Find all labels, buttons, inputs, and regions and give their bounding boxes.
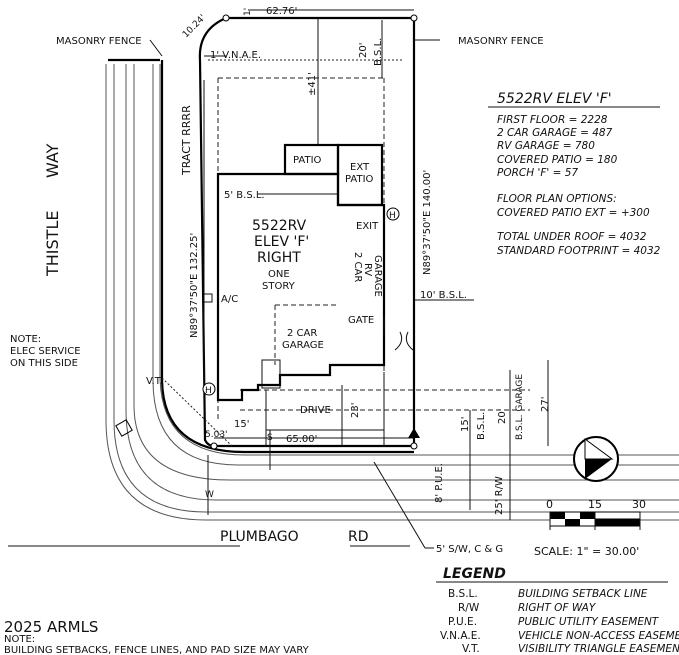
dim-15-left: 15' xyxy=(234,419,249,430)
rw-label: 25' R/W xyxy=(494,476,505,515)
house-stories-label-2: STORY xyxy=(262,281,296,292)
legend-meaning-pue: PUBLIC UTILITY EASEMENT xyxy=(518,616,660,628)
total-under-roof: TOTAL UNDER ROOF = 4032 xyxy=(497,231,647,243)
legend-meaning-vnae: VEHICLE NON-ACCESS EASEMENT xyxy=(518,630,679,642)
south-street-label: PLUMBAGO xyxy=(220,529,299,545)
hose-bib-mark-2: H xyxy=(205,386,212,396)
rv-garage-label: 2 CAR xyxy=(352,252,363,282)
dim-pm41: ±41' xyxy=(307,72,318,96)
scale-tick-0: 0 xyxy=(546,498,553,511)
legend-meaning-bsl: BUILDING SETBACK LINE xyxy=(518,588,648,600)
stat-2-car-garage: 2 CAR GARAGE = 487 xyxy=(497,127,613,139)
stat-covered-patio: COVERED PATIO = 180 xyxy=(497,154,618,166)
dim-bottom: 65.00' xyxy=(286,434,317,445)
stat-first-floor: FIRST FLOOR = 2228 xyxy=(497,114,608,126)
legend-abbr-vnae: V.N.A.E. xyxy=(440,630,481,642)
dim-east-line: N89°37'50"E 140.00' xyxy=(422,170,433,275)
ext-patio-label: EXT xyxy=(350,162,370,173)
rv-garage-label-2: RV xyxy=(362,263,373,276)
house-elevation-label: ELEV 'F' xyxy=(254,234,309,250)
elec-note-heading: NOTE: xyxy=(10,334,41,345)
bsl-5-label: 5' B.S.L. xyxy=(224,190,265,201)
dim-top: 62.76' xyxy=(266,6,297,17)
dim-27: 27' xyxy=(540,397,551,412)
dim-bsl-garage: B.S.L. GARAGE xyxy=(515,374,525,440)
legend-abbr-pue: P.U.E. xyxy=(448,616,477,628)
lot-boundary xyxy=(198,14,418,450)
pue-label: 8' P.U.E. xyxy=(434,463,445,503)
stat-rv-garage: RV GARAGE = 780 xyxy=(497,140,595,152)
masonry-fence-right-label: MASONRY FENCE xyxy=(458,36,544,47)
vnae-label: 1' V.N.A.E. xyxy=(210,50,261,61)
west-street-label: THISTLE xyxy=(43,211,62,277)
dim-bsl-20-top: 20' xyxy=(358,43,369,58)
dim-bsl-top: B.S.L. xyxy=(373,38,384,66)
legend-abbr-rw: R/W xyxy=(458,602,480,614)
south-street-label-2: RD xyxy=(348,529,369,545)
w-mark: W xyxy=(205,490,214,500)
driveway xyxy=(265,372,385,446)
house-stories-label: ONE xyxy=(268,269,290,280)
elevation-title: 5522RV ELEV 'F' xyxy=(497,91,612,107)
dim-15-right: 15' xyxy=(460,417,471,432)
hose-bib-mark: H xyxy=(389,211,396,221)
scale-tick-15: 15 xyxy=(588,498,602,511)
masonry-fence xyxy=(108,39,414,454)
legend-meaning-vt: VISIBILITY TRIANGLE EASEMENT xyxy=(518,643,679,655)
elec-note-line: ELEC SERVICE xyxy=(10,346,81,357)
copyright-watermark: 2025 ARMLS xyxy=(4,618,98,636)
scale-text: SCALE: 1" = 30.00' xyxy=(534,545,639,558)
vt-label: V.T. xyxy=(146,376,163,387)
house-model-label: 5522RV xyxy=(252,218,307,234)
dimension-lines xyxy=(115,9,549,549)
floor-plan-options-heading: FLOOR PLAN OPTIONS: xyxy=(497,193,617,205)
house-orientation-label: RIGHT xyxy=(257,250,301,266)
dim-west-line: N89°37'50"E 132.25' xyxy=(189,233,200,338)
rv-garage-label-3: GARAGE xyxy=(372,255,383,297)
option-covered-patio-ext: COVERED PATIO EXT = +300 xyxy=(497,207,650,219)
ac-label: A/C xyxy=(221,294,238,305)
west-street-label-2: WAY xyxy=(43,143,62,178)
garage-label-2: GARAGE xyxy=(282,340,324,351)
garage-label: 2 CAR xyxy=(287,328,317,339)
masonry-fence-left-label: MASONRY FENCE xyxy=(56,36,142,47)
ext-patio-label-2: PATIO xyxy=(345,174,374,185)
dim-bsl-right: B.S.L. xyxy=(476,412,487,440)
gate-label: GATE xyxy=(348,315,374,326)
legend-abbr-bsl: B.S.L. xyxy=(448,588,478,600)
standard-footprint: STANDARD FOOTPRINT = 4032 xyxy=(497,245,661,257)
tract-label: TRACT RRRR xyxy=(180,105,193,176)
legend-title: LEGEND xyxy=(443,566,506,582)
scale-bar xyxy=(549,511,641,530)
stat-porch: PORCH 'F' = 57 xyxy=(497,167,578,179)
bsl-10-label: 10' B.S.L. xyxy=(420,290,467,301)
dim-20: 20' xyxy=(497,409,508,424)
bottom-note-text: BUILDING SETBACKS, FENCE LINES, AND PAD … xyxy=(4,645,310,655)
drive-label: DRIVE xyxy=(300,405,331,416)
dim-top-small: 1' xyxy=(243,8,253,16)
house-footprint xyxy=(203,143,414,402)
s-mark: S xyxy=(267,433,273,443)
sidewalk-label: 5' S/W, C & G xyxy=(436,544,503,555)
elec-note-line-2: ON THIS SIDE xyxy=(10,358,78,369)
hose-bib-symbols: H H xyxy=(202,207,400,396)
exit-label: EXIT xyxy=(356,221,379,232)
legend-abbr-vt: V.T. xyxy=(462,643,480,655)
scale-tick-30: 30 xyxy=(632,498,646,511)
bottom-note-heading: NOTE: xyxy=(4,634,35,645)
patio-label: PATIO xyxy=(293,155,322,166)
legend-meaning-rw: RIGHT OF WAY xyxy=(518,602,597,614)
dim-503: 5.03' xyxy=(205,430,228,440)
north-arrow xyxy=(573,436,619,482)
dim-23: 23' xyxy=(350,403,361,418)
